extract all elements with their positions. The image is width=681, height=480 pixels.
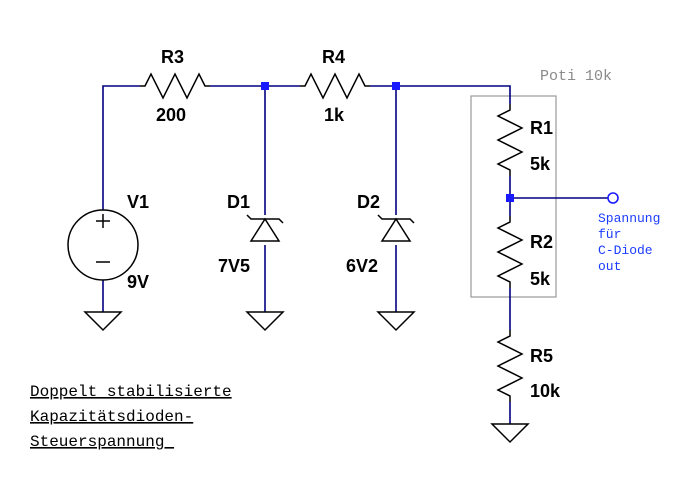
resistor-r4 [300, 72, 370, 100]
zener-diode-d2 [377, 214, 415, 242]
resistor-r5 [496, 330, 524, 402]
r4-value: 1k [324, 105, 345, 125]
v1-name: V1 [127, 192, 149, 212]
note-line: Doppelt stabilisierte [30, 383, 232, 401]
ground-icon [83, 311, 123, 332]
r2-value: 5k [530, 269, 551, 289]
ground-icon [376, 311, 416, 332]
junction-dot [506, 194, 514, 202]
resistor-r3 [140, 72, 210, 100]
wire-v1-r3 [102, 85, 140, 210]
r3-value: 200 [156, 105, 186, 125]
note-line: Steuerspannung [30, 433, 174, 451]
output-label-line: C-Diode [598, 243, 653, 258]
output-label-line: für [598, 227, 621, 242]
r2-name: R2 [530, 232, 553, 252]
resistor-r1 [496, 104, 524, 176]
junction-dot [392, 82, 400, 90]
d2-name: D2 [357, 192, 380, 212]
d1-name: D1 [227, 192, 250, 212]
output-terminal [607, 192, 619, 204]
ground-icon [245, 311, 285, 332]
r3-name: R3 [161, 47, 184, 67]
r1-name: R1 [530, 118, 553, 138]
v1-value: 9V [127, 272, 149, 292]
junction-dot [261, 82, 269, 90]
r5-name: R5 [530, 346, 553, 366]
poti-label: Poti 10k [540, 68, 612, 85]
r4-name: R4 [322, 47, 345, 67]
ground-icon [490, 423, 530, 444]
poti-box [470, 95, 557, 298]
r5-value: 10k [530, 381, 561, 401]
wires [102, 85, 608, 424]
r1-value: 5k [530, 154, 551, 174]
zener-diode-d1 [246, 214, 284, 242]
note-line: Kapazitätsdioden- [30, 408, 193, 426]
output-label-line: out [598, 259, 621, 274]
wire-r4-poti [370, 85, 511, 104]
voltage-source-v1 [67, 209, 139, 281]
resistor-r2 [496, 216, 524, 288]
d2-value: 6V2 [346, 256, 378, 276]
d1-value: 7V5 [218, 256, 250, 276]
output-label-line: Spannung [598, 211, 660, 226]
